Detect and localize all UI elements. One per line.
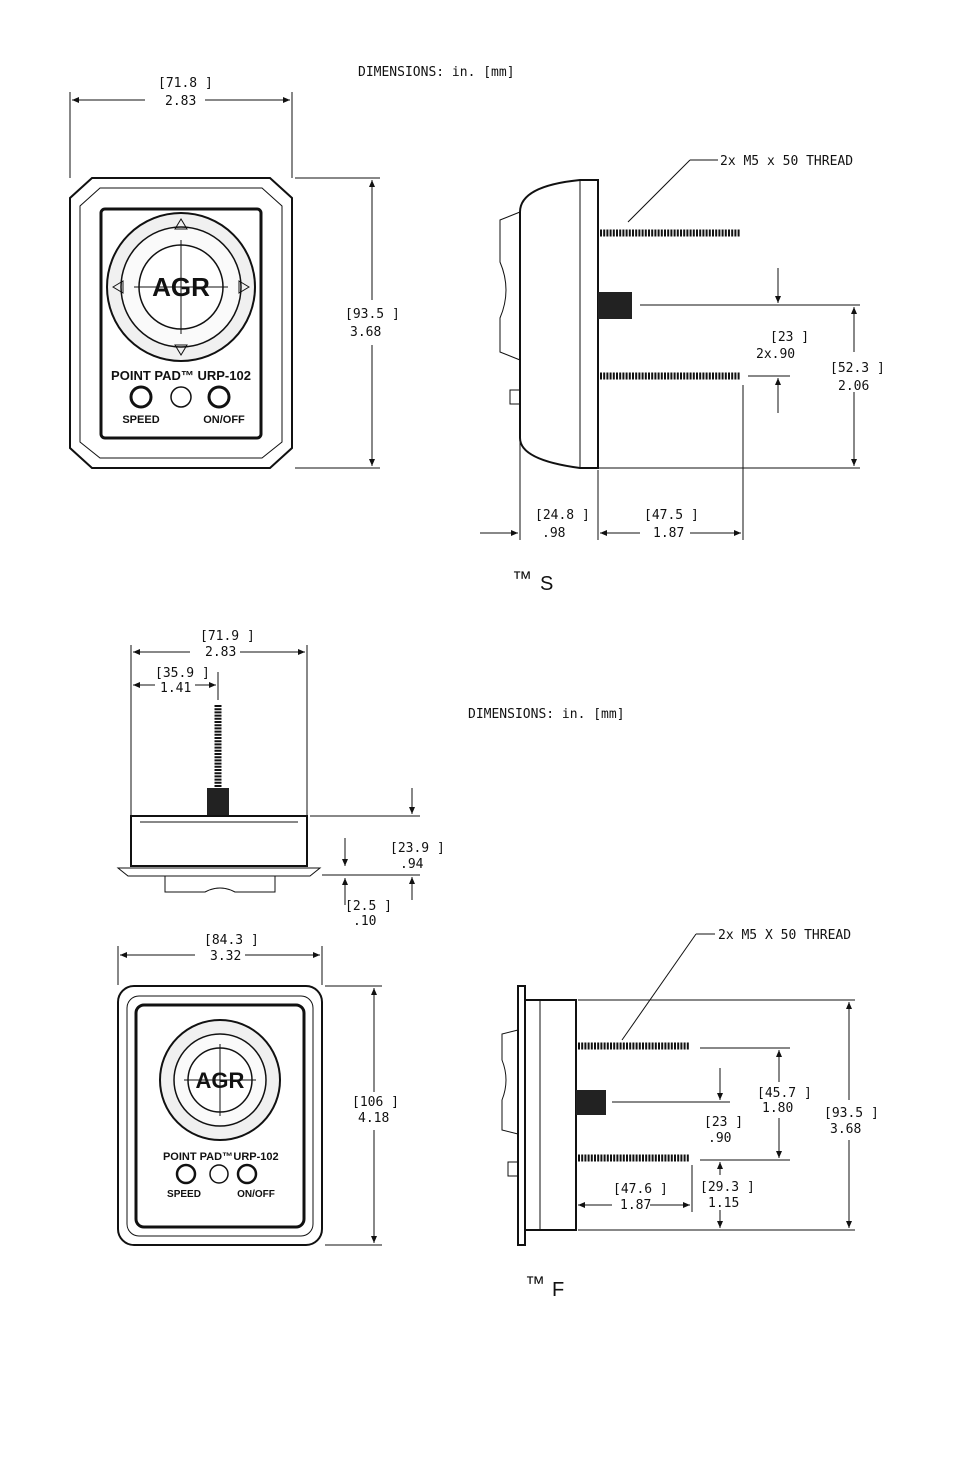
depth-f-in: .94 [400,857,424,872]
depth-in: .98 [542,526,565,541]
bolt-len-f-in: 1.87 [620,1198,651,1213]
depth-f-mm: [23.9 ] [390,841,445,856]
width-f-in: 3.32 [210,949,241,964]
top-width-mm: [71.9 ] [200,629,255,644]
flange-in: .10 [353,914,376,929]
bolt-offset-in: 1.41 [160,681,191,696]
outer-spacing-in: 2.06 [838,379,869,394]
height-f-mm: [106 ] [352,1095,399,1110]
bolt-spacing-f-in: 1.80 [762,1101,793,1116]
width-in: 2.83 [165,94,196,109]
side-view-s: 2x M5 x 50 THREAD [23 ] 2x.90 [52.3 ] 2.… [480,154,885,541]
bolt-len-f-mm: [47.6 ] [613,1182,668,1197]
onoff-label-f: ON/OFF [237,1189,275,1200]
bolt-len-mm: [47.5 ] [644,508,699,523]
pad-title: POINT PAD™ URP-102 [111,368,251,383]
view-label-s: S [540,573,553,595]
outer-height-f-mm: [93.5 ] [824,1106,879,1121]
pad-title-b: URP-102 [233,1151,278,1163]
front-view-f: [84.3 ] 3.32 AGR POINT PAD™ URP-102 SPEE… [117,933,399,1246]
center-offset-mm: [23 ] [704,1115,743,1130]
tm-symbol-f: ™ [525,1273,545,1295]
pad-title-a: POINT PAD™ [163,1151,233,1163]
tm-symbol-s: ™ [512,568,532,590]
bolt-spacing-mm: [23 ] [770,330,809,345]
bolt-spacing-in: 2x.90 [756,347,795,362]
side-view-f: 2x M5 X 50 THREAD [45.7 ] 1.80 [23 ] .90… [501,928,879,1246]
width-mm: [71.8 ] [158,76,213,91]
onoff-label: ON/OFF [203,414,245,426]
agr-logo: AGR [152,272,210,302]
center-offset-in: .90 [708,1131,731,1146]
depth-mm: [24.8 ] [535,508,590,523]
outer-height-f-in: 3.68 [830,1122,861,1137]
flange-mm: [2.5 ] [345,899,392,914]
speed-label-f: SPEED [167,1189,201,1200]
thread-note-f: 2x M5 X 50 THREAD [718,928,851,943]
height-in: 3.68 [350,325,381,340]
width-f-mm: [84.3 ] [204,933,259,948]
height-mm: [93.5 ] [345,307,400,322]
agr-logo-f: AGR [196,1068,245,1093]
top-width-in: 2.83 [205,645,236,660]
height-f-in: 4.18 [358,1111,389,1126]
thread-note: 2x M5 x 50 THREAD [720,154,853,169]
bottom-offset-in: 1.15 [708,1196,739,1211]
bolt-offset-mm: [35.9 ] [155,666,210,681]
bolt-spacing-f-mm: [45.7 ] [757,1086,812,1101]
top-view-f: [71.9 ] 2.83 [35.9 ] 1.41 [23.9 ] .94 [2… [116,629,445,929]
bottom-offset-mm: [29.3 ] [700,1180,755,1195]
dimensions-unit-label-2: DIMENSIONS: in. [mm] [468,707,625,722]
bolt-len-in: 1.87 [653,526,684,541]
speed-label: SPEED [122,414,159,426]
dimensions-unit-label: DIMENSIONS: in. [mm] [358,65,515,80]
view-label-f: F [552,1279,564,1301]
front-view-s: [71.8 ] 2.83 AGR POINT PAD™ URP-102 SPEE… [69,76,400,469]
outer-spacing-mm: [52.3 ] [830,361,885,376]
